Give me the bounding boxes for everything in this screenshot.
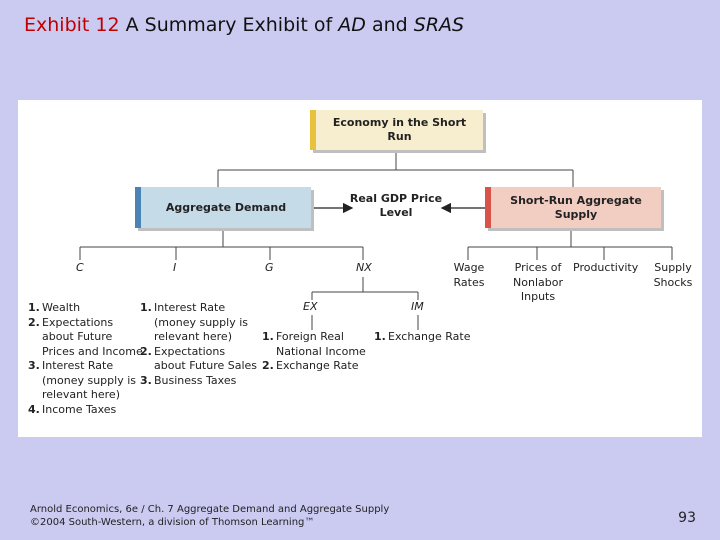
page-number: 93 (678, 510, 696, 526)
connector-lines (79, 150, 673, 330)
footer-citation: Arnold Economics, 6e / Ch. 7 Aggregate D… (30, 503, 389, 529)
title-prefix: A Summary Exhibit of (125, 14, 333, 36)
exhibit-number: Exhibit 12 (24, 14, 120, 36)
factor-nonlabor-inputs: Prices of Nonlabor Inputs (513, 261, 563, 303)
sras-box-label: Short-Run Aggregate Supply (510, 193, 642, 221)
ex-factors-list: 1.Foreign Real National Income 2.Exchang… (262, 330, 372, 374)
aggregate-demand-box: Aggregate Demand (135, 187, 311, 228)
component-ex: EX (303, 300, 318, 313)
c-factors-list: 1.Wealth 2.Expectations about Future Pri… (28, 301, 148, 417)
im-factor-1: 1.Exchange Rate (374, 330, 471, 343)
factor-productivity: Productivity (573, 261, 639, 274)
c-factor-1: 1.Wealth (28, 301, 81, 314)
title-sras: SRAS (413, 14, 465, 36)
footer-line-1: Arnold Economics, 6e / Ch. 7 Aggregate D… (30, 504, 390, 515)
i-factors-list: 1.Interest Rate (money supply is relevan… (140, 301, 258, 388)
c-factor-2: 2.Expectations about Future Prices and I… (28, 315, 143, 358)
sras-box: Short-Run Aggregate Supply (485, 187, 661, 228)
title-and: and (371, 14, 408, 36)
factor-wage-rates: Wage Rates (453, 261, 485, 289)
c-factor-4: 4.Income Taxes (28, 402, 117, 416)
factor-supply-shocks: Supply Shocks (653, 261, 693, 289)
i-factor-3: 3.Business Taxes (140, 373, 237, 387)
real-gdp-price-level: Real GDP Price Level (349, 192, 443, 219)
economy-box-label: Economy in the Short Run (332, 116, 467, 143)
c-factor-3: 3.Interest Rate (money supply is relevan… (28, 359, 136, 401)
title-ad: AD (338, 14, 366, 36)
component-g: G (265, 261, 274, 274)
slide-title: Exhibit 12 A Summary Exhibit of AD and S… (24, 14, 464, 36)
ad-box-label: Aggregate Demand (165, 200, 287, 214)
ex-factor-2: 2.Exchange Rate (262, 359, 359, 372)
component-c: C (76, 261, 84, 274)
i-factor-1: 1.Interest Rate (money supply is relevan… (140, 301, 248, 343)
component-i: I (173, 261, 177, 274)
economy-short-run-box: Economy in the Short Run (310, 110, 483, 150)
ex-factor-1: 1.Foreign Real National Income (262, 330, 366, 358)
component-im: IM (411, 300, 424, 313)
footer-line-2: ©2004 South-Western, a division of Thoms… (30, 517, 315, 528)
diagram-panel: Economy in the Short Run Aggregate Deman… (18, 100, 702, 437)
component-nx: NX (356, 261, 372, 274)
i-factor-2: 2.Expectations about Future Sales (140, 344, 258, 373)
im-factors-list: 1.Exchange Rate (374, 330, 470, 345)
